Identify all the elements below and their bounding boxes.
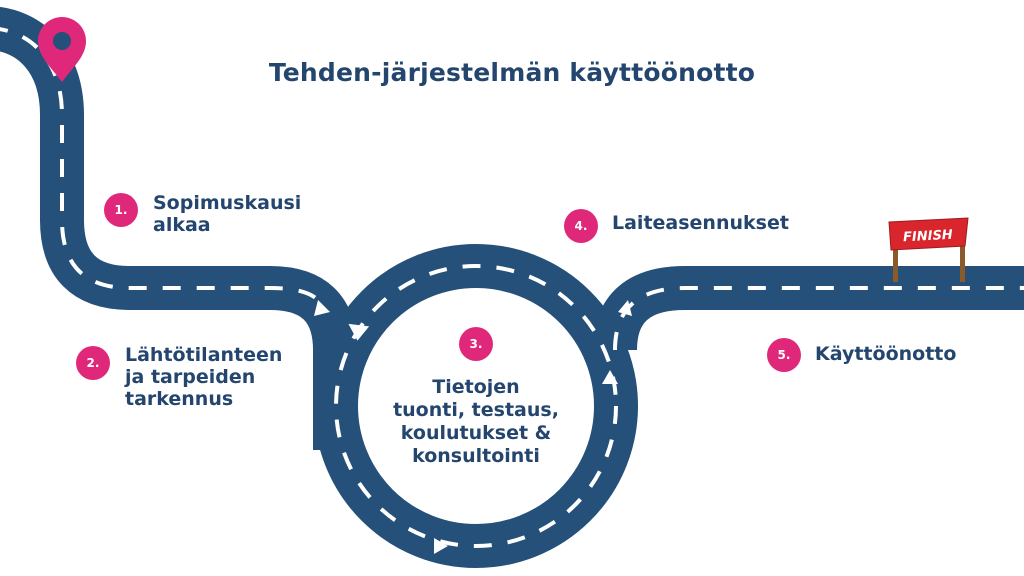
- page-title: Tehden-järjestelmän käyttöönotto: [268, 58, 756, 87]
- step-label-2: Lähtötilanteen ja tarpeiden tarkennus: [125, 344, 283, 410]
- road-exit-segment: [593, 266, 1024, 352]
- step-badge-3: 3.: [459, 327, 493, 361]
- finish-banner-label: FINISH: [903, 228, 954, 246]
- road-markings: [0, 27, 1024, 548]
- location-pin-icon: [38, 17, 86, 82]
- step-label-4: Laiteasennukset: [612, 212, 789, 234]
- step-label-1: Sopimuskausi alkaa: [153, 192, 302, 236]
- finish-banner-icon: FINISH: [888, 217, 969, 282]
- step-label-5: Käyttöönotto: [815, 343, 957, 365]
- arrow-icon: [314, 300, 632, 554]
- step-badge-1: 1.: [104, 193, 138, 227]
- step-badge-2: 2.: [76, 346, 110, 380]
- step-badge-4: 4.: [564, 209, 598, 243]
- step-badge-5: 5.: [767, 338, 801, 372]
- road: [0, 6, 1024, 568]
- step-label-3: Tietojen tuonti, testaus, koulutukset & …: [393, 376, 559, 467]
